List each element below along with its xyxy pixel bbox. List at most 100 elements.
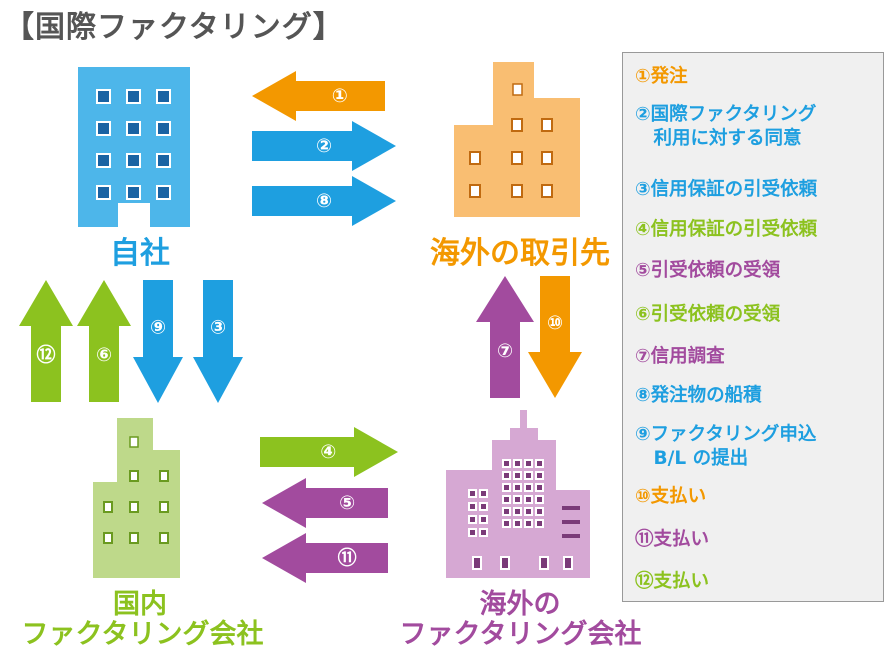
legend-item: ⑪支払い xyxy=(635,528,709,552)
flow-number-11: ⑤ xyxy=(339,492,355,514)
legend-item: ⑧発注物の船積 xyxy=(635,384,762,408)
own-company-window xyxy=(96,185,111,200)
flow-number-6: ⑨ xyxy=(150,317,166,339)
legend-item-line: ②国際ファクタリング xyxy=(635,104,817,125)
label-overseas-factor-line2: ファクタリング会社 xyxy=(399,619,642,650)
flow-number-1: ① xyxy=(332,85,348,107)
legend-item-line: 利用に対する同意 xyxy=(635,128,802,149)
legend-item-line: ⑧発注物の船積 xyxy=(635,385,762,406)
overseas-client-window xyxy=(541,151,553,165)
legend-item: ⑫支払い xyxy=(635,570,709,594)
legend-item: ⑥引受依頼の受領 xyxy=(635,303,780,327)
overseas-factor-window xyxy=(479,502,488,511)
overseas-client-window xyxy=(511,184,523,198)
legend-item: ④信用保証の引受依頼 xyxy=(635,218,817,242)
overseas-factor-window xyxy=(535,495,544,504)
own-company-window xyxy=(96,89,111,104)
domestic-factor-window xyxy=(103,501,113,513)
flow-arrow-11 xyxy=(262,478,388,528)
overseas-factor-window xyxy=(479,515,488,524)
own-company-window xyxy=(126,89,141,104)
domestic-factor-window xyxy=(129,470,139,482)
overseas-factor-window xyxy=(502,519,511,528)
legend-item: ⑨ファクタリング申込 B/L の提出 xyxy=(635,423,816,471)
overseas-factor-window xyxy=(524,495,533,504)
domestic-factor-window xyxy=(129,501,139,513)
legend-item: ⑦信用調査 xyxy=(635,345,725,369)
domestic-factor-window xyxy=(159,501,169,513)
legend-item: ②国際ファクタリング 利用に対する同意 xyxy=(635,103,816,151)
overseas-factor-window xyxy=(468,515,477,524)
legend-item: ⑤引受依頼の受領 xyxy=(635,259,780,283)
flow-arrow-4 xyxy=(19,280,73,402)
overseas-factor-window xyxy=(524,471,533,480)
overseas-factor-window xyxy=(502,495,511,504)
own-company-window xyxy=(156,89,171,104)
legend-panel: ①発注 ②国際ファクタリング 利用に対する同意 ③信用保証の引受依頼 ④信用保証の引受… xyxy=(622,52,884,602)
legend-item-line: ⑥引受依頼の受領 xyxy=(635,304,781,325)
overseas-factor-window xyxy=(513,507,522,516)
overseas-client-window xyxy=(469,151,481,165)
overseas-client-window xyxy=(511,118,523,132)
overseas-factor-window xyxy=(535,507,544,516)
domestic-factor-window xyxy=(159,470,169,482)
legend-item-line: ⑤引受依頼の受領 xyxy=(635,260,781,281)
flow-number-2: ② xyxy=(316,135,332,157)
flow-arrow-9 xyxy=(528,276,582,398)
legend-item-line: ⑪支払い xyxy=(635,529,710,550)
flow-number-7: ③ xyxy=(210,317,226,339)
overseas-factor-window xyxy=(479,528,488,537)
overseas-client-window xyxy=(511,151,523,165)
flow-arrow-1 xyxy=(252,71,385,121)
overseas-client-building xyxy=(454,62,580,217)
legend-item-line: ⑨ファクタリング申込 xyxy=(635,424,817,445)
page-title: 【国際ファクタリング】 xyxy=(4,10,344,45)
label-domestic-factor-line1: 国内 xyxy=(113,589,167,620)
legend-item: ③信用保証の引受依頼 xyxy=(635,178,817,202)
overseas-factor-window xyxy=(502,483,511,492)
flow-arrow-2 xyxy=(252,121,396,171)
overseas-factor-window xyxy=(502,459,511,468)
legend-item-line: ④信用保証の引受依頼 xyxy=(635,219,818,240)
flow-number-10: ④ xyxy=(320,441,336,463)
overseas-factor-window xyxy=(539,556,549,570)
domestic-factor-window xyxy=(129,436,139,448)
label-own-company: 自社 xyxy=(110,236,170,271)
legend-item-line: B/L の提出 xyxy=(635,448,749,469)
legend-item-line: ①発注 xyxy=(635,66,688,87)
legend-item: ⑩支払い xyxy=(635,485,706,509)
own-company-window xyxy=(126,121,141,136)
overseas-factor-window xyxy=(535,519,544,528)
own-company-window xyxy=(96,153,111,168)
own-company-window xyxy=(156,185,171,200)
domestic-factor-window xyxy=(129,532,139,544)
flow-arrow-10 xyxy=(260,427,398,477)
legend-item-line: ⑫支払い xyxy=(635,571,710,592)
overseas-client-window xyxy=(541,118,553,132)
own-company-window xyxy=(126,185,141,200)
flow-number-3: ⑧ xyxy=(316,190,332,212)
overseas-factor-stripe xyxy=(562,534,580,538)
overseas-factor-window xyxy=(513,459,522,468)
legend-item: ①発注 xyxy=(635,65,688,89)
overseas-client-window xyxy=(512,83,523,96)
overseas-factor-window xyxy=(535,483,544,492)
flow-number-9: ⑩ xyxy=(547,312,563,334)
domestic-factor-window xyxy=(159,532,169,544)
overseas-factor-window xyxy=(513,483,522,492)
own-company-window xyxy=(156,153,171,168)
flow-arrow-3 xyxy=(252,176,396,226)
overseas-factor-window xyxy=(513,519,522,528)
label-domestic-factor-line2: ファクタリング会社 xyxy=(21,619,264,650)
overseas-factor-window xyxy=(524,483,533,492)
flow-number-4: ⑫ xyxy=(36,343,55,366)
overseas-factor-stripe xyxy=(562,506,580,510)
overseas-factor-window xyxy=(524,519,533,528)
own-company-window xyxy=(96,121,111,136)
overseas-factor-window xyxy=(468,489,477,498)
flow-arrow-12 xyxy=(262,533,388,583)
overseas-factor-window xyxy=(513,471,522,480)
legend-item-line: ⑩支払い xyxy=(635,486,707,507)
